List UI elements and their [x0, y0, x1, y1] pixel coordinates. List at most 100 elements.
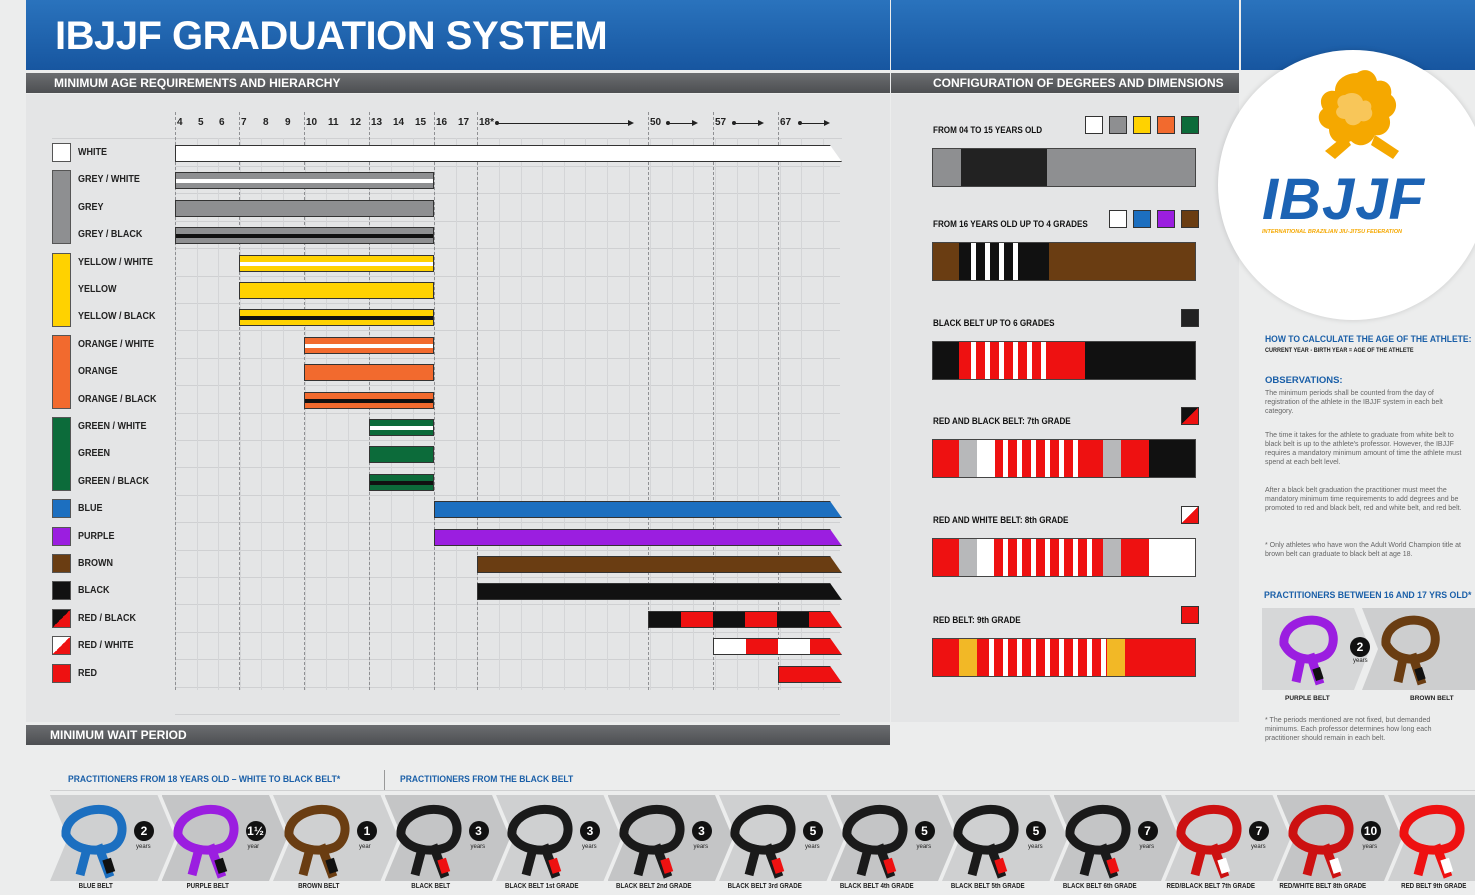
wait-years-unit: years — [693, 844, 709, 850]
belt-row-label: YELLOW — [78, 284, 117, 295]
wait-belt-caption: PURPLE BELT — [186, 883, 229, 890]
wait-years-badge: 3 — [580, 821, 600, 841]
wait-belt-caption: BLACK BELT 3rd GRADE — [727, 883, 802, 890]
observations-title: OBSERVATIONS: — [1265, 375, 1343, 386]
config-belt-block — [1149, 539, 1195, 576]
wait-years-unit: years — [470, 844, 486, 850]
grid-vline — [391, 138, 392, 690]
grid-hline — [175, 276, 840, 277]
grid-hline — [175, 659, 840, 660]
belt-bar-stripe — [370, 481, 433, 485]
wait-belt-caption: BLACK BELT 5th GRADE — [950, 883, 1025, 890]
config-grade-stripe — [1003, 440, 1008, 477]
belt-knot-icon — [730, 804, 796, 879]
config-swatch — [1181, 407, 1199, 425]
age-arrow-head — [692, 120, 698, 126]
belt-bar-stripe — [176, 234, 433, 238]
belt-group-swatch — [52, 664, 71, 683]
config-label: RED BELT: 9th GRADE — [933, 615, 1021, 625]
belt-bar-segment — [649, 612, 681, 627]
config-swatch — [1133, 116, 1151, 134]
grid-vline — [326, 138, 327, 690]
observation-4: * Only athletes who have won the Adult W… — [1265, 542, 1461, 558]
grid-vline — [240, 138, 241, 690]
belt-bar-segment — [842, 639, 874, 654]
age-arrow-head — [758, 120, 764, 126]
belt-bar — [713, 638, 842, 655]
age-label: 5 — [198, 117, 204, 128]
wait-years-badge: 1 — [357, 821, 377, 841]
config-grade-stripe — [1059, 639, 1064, 676]
age-label: 17 — [458, 117, 470, 128]
config-grade-stripe — [989, 440, 994, 477]
calc-title: HOW TO CALCULATE THE AGE OF THE ATHLETE: — [1265, 334, 1472, 345]
config-swatch — [1181, 506, 1199, 524]
config-swatch — [1157, 210, 1175, 228]
wait-belt-caption: BLUE BELT — [78, 883, 113, 890]
wait-years-badge: 10 — [1360, 821, 1381, 841]
belt-group-swatch — [52, 499, 71, 518]
practitioners-years-badge: 2 — [1350, 637, 1370, 657]
belt-bar-stripe — [305, 344, 433, 348]
belt-row-label: GREY / WHITE — [78, 174, 140, 185]
page-title: IBJJF GRADUATION SYSTEM — [55, 14, 608, 58]
belt-bar — [175, 172, 434, 189]
belt-diagonal-swatch — [52, 609, 71, 628]
config-belt-block — [961, 149, 1047, 186]
belt-row-label: RED — [78, 668, 98, 679]
config-grade-stripe — [1059, 539, 1064, 576]
belt-row-label: YELLOW / WHITE — [78, 257, 153, 268]
age-label: 50 — [650, 117, 662, 128]
age-arrow-dot — [495, 121, 499, 125]
age-label: 12 — [350, 117, 362, 128]
grid-hline — [175, 248, 840, 249]
config-grade-stripe — [1101, 639, 1106, 676]
wait-years-badge: 7 — [1137, 821, 1158, 841]
belt-bar-segment — [811, 667, 843, 682]
wait-years-unit: years — [916, 844, 932, 850]
config-swatch — [1181, 606, 1199, 624]
grid-vline — [521, 138, 522, 690]
grid-vline — [629, 138, 630, 690]
belt-bar — [369, 474, 434, 491]
config-swatch — [1181, 309, 1199, 327]
age-arrow-line — [800, 123, 828, 124]
config-grade-stripe — [1017, 639, 1022, 676]
belt-bar — [239, 255, 434, 272]
grid-hline — [175, 577, 840, 578]
belt-row-label: ORANGE / WHITE — [78, 339, 155, 350]
belt-bar — [239, 309, 434, 326]
grid-hline — [175, 303, 840, 304]
belt-bar-segment — [810, 639, 842, 654]
config-grade-stripe — [985, 243, 990, 280]
wait-subheader-divider — [384, 770, 385, 790]
wait-belt-caption: RED/WHITE BELT 8th GRADE — [1278, 883, 1366, 890]
belt-bar-segment — [778, 639, 810, 654]
grid-hline — [175, 385, 840, 386]
wait-years-unit: years — [1251, 844, 1266, 850]
wait-years-badge: 2 — [134, 821, 154, 841]
wait-years-unit: year — [359, 844, 371, 850]
wait-belt-caption: RED BELT 9th GRADE — [1401, 883, 1467, 890]
belt-row-label: RED / BLACK — [78, 613, 137, 624]
section-configuration: CONFIGURATION OF DEGREES AND DIMENSIONS — [891, 73, 1239, 93]
config-grade-stripe — [1087, 639, 1092, 676]
belt-knot-icon — [1176, 804, 1242, 879]
belt-group-swatch — [52, 581, 71, 600]
belt-bar-stripe — [305, 399, 433, 403]
grid-hline — [175, 440, 840, 441]
age-label: 14 — [393, 117, 405, 128]
config-swatch — [1085, 116, 1103, 134]
wait-years-unit: years — [136, 844, 151, 850]
config-grade-stripe — [985, 342, 990, 379]
config-belt-bar — [932, 439, 1196, 478]
config-belt-block — [933, 539, 959, 576]
age-arrow-line — [734, 123, 762, 124]
config-grade-stripe — [1041, 342, 1046, 379]
grid-vline — [780, 138, 781, 690]
config-belt-block — [959, 440, 977, 477]
config-grade-stripe — [1003, 639, 1008, 676]
age-label: 9 — [285, 117, 291, 128]
config-grade-stripe — [1087, 539, 1092, 576]
